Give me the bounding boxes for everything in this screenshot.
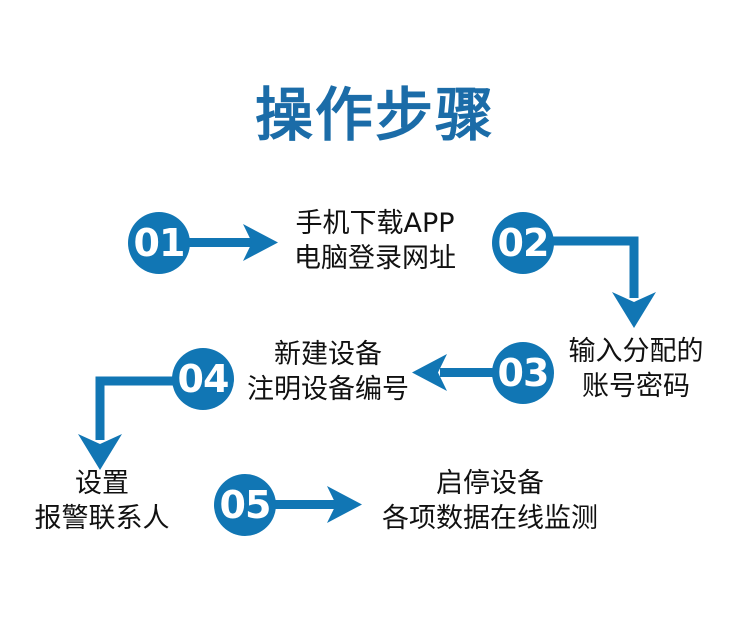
step-number-02: 02 [497,221,550,265]
step-label-01-line2: 电脑登录网址 [294,243,456,274]
step-label-04: 设置 报警联系人 [22,466,182,536]
connector-arrow-05 [272,486,362,523]
step-number-04: 04 [177,357,230,401]
step-label-04-line2: 报警联系人 [34,503,170,534]
step-label-02-line1: 输入分配的 [568,336,704,367]
connector-elbow-02 [551,236,656,328]
connector-elbow-04 [78,376,180,470]
step-number-05: 05 [219,483,272,527]
step-label-05: 启停设备 各项数据在线监测 [355,466,625,536]
step-badge-05[interactable]: 05 [214,474,276,536]
step-label-01: 手机下载APP 电脑登录网址 [275,206,475,276]
step-label-03-line2: 注明设备编号 [247,374,409,405]
step-label-05-line1: 启停设备 [436,468,544,499]
step-number-03: 03 [497,351,550,395]
step-badge-01[interactable]: 01 [128,212,190,274]
step-badge-03[interactable]: 03 [492,342,554,404]
page-title: 操作步骤 [254,81,495,149]
step-label-02-line2: 账号密码 [582,371,690,402]
step-label-03-line1: 新建设备 [274,339,382,370]
step-label-01-line1: 手机下载APP [295,208,455,239]
step-number-01: 01 [133,221,186,265]
step-label-04-line1: 设置 [75,468,129,499]
step-label-05-line2: 各项数据在线监测 [382,503,598,534]
step-label-02: 输入分配的 账号密码 [546,334,726,404]
connector-arrow-03 [412,354,502,391]
connector-arrow-01 [188,224,278,261]
step-label-03: 新建设备 注明设备编号 [228,337,428,407]
step-badge-04[interactable]: 04 [172,348,234,410]
step-badge-02[interactable]: 02 [492,212,554,274]
